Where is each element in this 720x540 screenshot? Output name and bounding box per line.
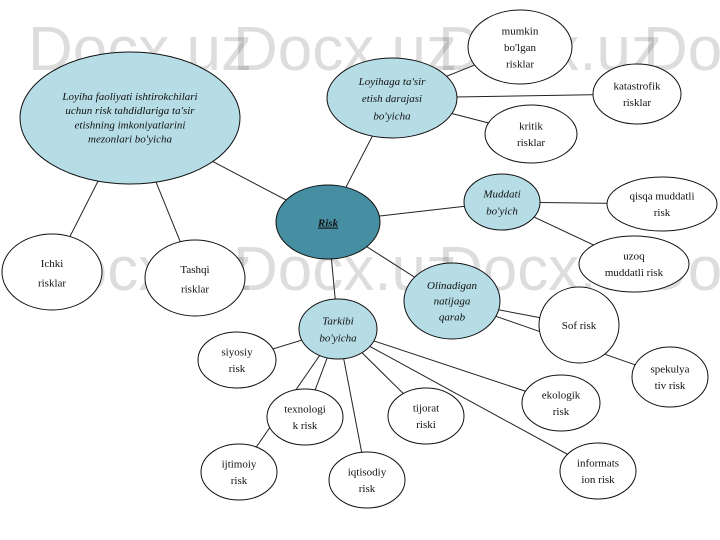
node-label: Muddati	[482, 188, 520, 200]
node-ellipse	[197, 331, 277, 389]
node-label: muddatli risk	[605, 267, 664, 279]
node-ellipse	[592, 63, 682, 125]
node-ellipse	[578, 235, 690, 293]
node-kritik: kritik risklar	[484, 104, 578, 164]
node-muddati: Muddati bo'yich	[463, 173, 541, 231]
node-qisqa: qisqa muddatli risk	[606, 176, 718, 232]
node-label: ion risk	[581, 474, 615, 486]
node-label: Olinadigan	[427, 280, 478, 292]
node-label: k risk	[293, 420, 318, 432]
node-sof: Sof risk	[538, 286, 620, 364]
node-label: ijtimoiy	[222, 459, 257, 471]
node-ellipse	[19, 51, 241, 185]
node-ichki: Ichki risklar	[1, 233, 103, 311]
node-label: Loyiha faoliyati ishtirokchilari	[61, 91, 197, 103]
node-ellipse	[538, 286, 620, 364]
node-label: Loyihaga ta'sir	[358, 76, 427, 88]
node-label: etish darajasi	[362, 93, 422, 105]
connector-tarkibi-ekologik	[337, 328, 562, 404]
node-label: natijaga	[434, 296, 471, 308]
node-label: bo'yicha	[319, 333, 357, 345]
node-label: Tashqi	[180, 264, 209, 276]
node-label: uzoq	[623, 251, 645, 263]
node-label: qisqa muddatli	[629, 191, 694, 203]
node-label: Tarkibi	[322, 315, 353, 327]
node-loyiha-faoliyat: Loyiha faoliyati ishtirokchilari uchun ri…	[19, 51, 241, 185]
node-ellipse	[484, 104, 578, 164]
node-ellipse	[144, 239, 246, 317]
node-label: kritik	[519, 121, 543, 133]
node-label: katastrofik	[613, 81, 661, 93]
node-label: etishning imkoniyatlarini	[75, 119, 186, 131]
node-siyosiy: siyosiy risk	[197, 331, 277, 389]
node-label: risk	[231, 475, 248, 487]
node-label: Risk	[317, 218, 339, 230]
node-label: ekologik	[542, 390, 581, 402]
node-ellipse	[275, 184, 381, 260]
node-ellipse	[463, 173, 541, 231]
node-loyihaga-tasir: Loyihaga ta'sir etish darajasi bo'yicha	[326, 57, 458, 139]
node-iqtisodiy: iqtisodiy risk	[328, 451, 406, 509]
node-ellipse	[606, 176, 718, 232]
node-katastrofik: katastrofik risklar	[592, 63, 682, 125]
node-label: bo'yich	[486, 206, 518, 218]
node-label: risk	[553, 406, 570, 418]
node-ellipse	[521, 374, 601, 432]
node-label: bo'lgan	[504, 42, 536, 54]
node-ellipse	[403, 262, 501, 340]
node-ekologik: ekologik risk	[521, 374, 601, 432]
node-label: texnologi	[284, 404, 326, 416]
node-label: qarab	[439, 311, 466, 323]
node-ellipse	[1, 233, 103, 311]
node-ellipse	[559, 442, 637, 500]
node-label: risklar	[181, 283, 209, 295]
node-olinadigan: Olinadigan natijaga qarab	[403, 262, 501, 340]
node-label: risklar	[38, 277, 66, 289]
node-label: tijorat	[413, 403, 439, 415]
node-uzoq: uzoq muddatli risk	[578, 235, 690, 293]
node-label: risklar	[623, 97, 651, 109]
node-tashqi: Tashqi risklar	[144, 239, 246, 317]
node-tijorat: tijorat riski	[387, 387, 465, 445]
node-label: mumkin	[502, 25, 539, 37]
node-label: spekulya	[650, 364, 689, 376]
node-ellipse	[328, 451, 406, 509]
node-label: iqtisodiy	[348, 467, 387, 479]
node-label: risk	[654, 207, 671, 219]
node-label: Sof risk	[562, 320, 597, 332]
node-ijtimoiy: ijtimoiy risk	[200, 443, 278, 501]
node-spekulyativ: spekulya tiv risk	[631, 346, 709, 408]
node-label: siyosiy	[221, 347, 253, 359]
node-label: risk	[359, 483, 376, 495]
node-ellipse	[631, 346, 709, 408]
node-label: risklar	[517, 137, 545, 149]
connector-tarkibi-informatsion	[337, 328, 599, 472]
node-ellipse	[467, 9, 573, 85]
node-ellipse	[200, 443, 278, 501]
node-label: Ichki	[41, 258, 64, 270]
node-risk: Risk	[275, 184, 381, 260]
node-label: uchun risk tahdidlariga ta'sir	[65, 105, 195, 117]
node-label: informats	[577, 458, 619, 470]
diagram-nodes: Risk Loyiha faoliyati ishtirokchilari uchu…	[1, 9, 718, 509]
node-ellipse	[387, 387, 465, 445]
node-label: mezonlari bo'yicha	[88, 134, 172, 146]
node-mumkin: mumkin bo'lgan risklar	[467, 9, 573, 85]
node-ellipse	[326, 57, 458, 139]
node-label: bo'yicha	[373, 110, 411, 122]
node-texnologik: texnologi k risk	[266, 388, 344, 446]
node-informatsion: informats ion risk	[559, 442, 637, 500]
node-label: riski	[416, 419, 436, 431]
node-ellipse	[266, 388, 344, 446]
node-tarkibi: Tarkibi bo'yicha	[298, 298, 378, 360]
node-label: risk	[229, 363, 246, 375]
node-label: tiv risk	[655, 380, 686, 392]
node-ellipse	[298, 298, 378, 360]
node-label: risklar	[506, 58, 534, 70]
